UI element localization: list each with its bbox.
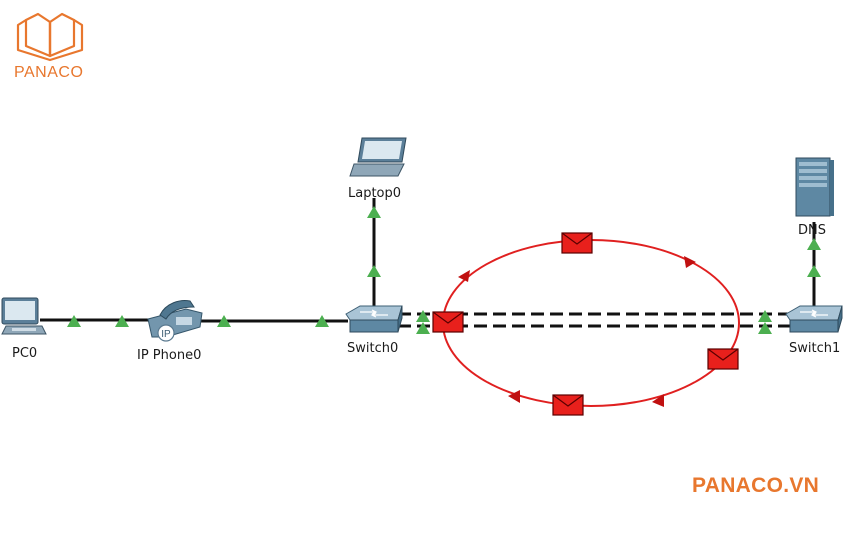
port-up-icon — [758, 322, 772, 334]
port-status-indicators — [67, 206, 821, 334]
loop-arrow-icon — [684, 256, 696, 268]
port-up-icon — [217, 315, 231, 327]
ip-badge: IP — [161, 329, 171, 340]
pc-icon[interactable] — [1, 297, 47, 335]
loop-arrow-icon — [652, 394, 664, 407]
device-label-laptop0: Laptop0 — [348, 186, 402, 201]
switch-icon[interactable] — [785, 305, 843, 333]
server-icon[interactable] — [795, 157, 834, 217]
port-up-icon — [315, 315, 329, 327]
device-label-switch1: Switch1 — [789, 341, 841, 356]
port-up-icon — [115, 315, 129, 327]
port-up-icon — [367, 206, 381, 218]
broadcast-loop — [442, 239, 740, 407]
envelope-icon[interactable] — [552, 394, 584, 416]
loop-arrow-icon — [458, 270, 470, 282]
panaco-watermark: PANACO.VN — [692, 474, 820, 497]
panaco-logo-text: PANACO — [14, 64, 84, 81]
device-label-switch0: Switch0 — [347, 341, 399, 356]
port-up-icon — [416, 310, 430, 322]
port-up-icon — [758, 310, 772, 322]
port-up-icon — [416, 322, 430, 334]
port-up-icon — [67, 315, 81, 327]
port-up-icon — [807, 265, 821, 277]
ip-phone-icon[interactable]: IP — [147, 300, 203, 342]
laptop-icon[interactable] — [349, 137, 407, 177]
port-up-icon — [367, 265, 381, 277]
envelope-icon[interactable] — [561, 232, 593, 254]
device-label-dns: DNS — [798, 223, 826, 238]
device-label-ipphone0: IP Phone0 — [137, 348, 202, 363]
loop-arrow-icon — [508, 390, 520, 403]
panaco-logo-icon — [16, 12, 84, 62]
port-up-icon — [807, 238, 821, 250]
device-label-pc0: PC0 — [12, 346, 38, 361]
envelope-icon[interactable] — [432, 311, 464, 333]
switch-icon[interactable] — [345, 305, 403, 333]
envelope-icon[interactable] — [707, 348, 739, 370]
